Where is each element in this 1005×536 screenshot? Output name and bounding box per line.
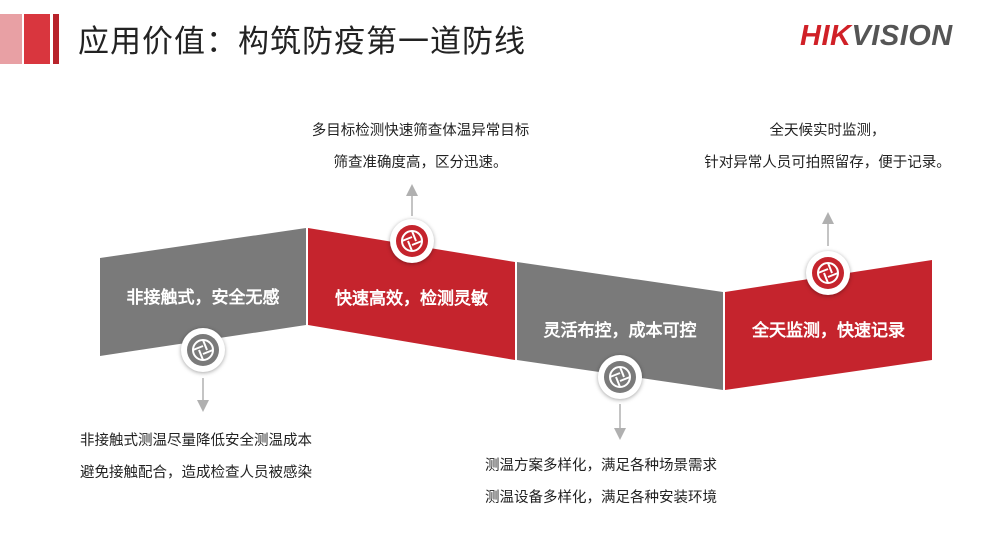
step-4-desc-line-1: 全天候实时监测， — [769, 123, 886, 139]
step-4-badge — [806, 251, 850, 295]
title-decoration-dark — [53, 14, 59, 64]
step-4-description: 全天候实时监测， 针对异常人员可拍照留存，便于记录。 — [670, 115, 985, 179]
ribbon-panel-1 — [100, 228, 306, 356]
ribbon-panel-4 — [725, 260, 932, 390]
title-decoration-red — [24, 14, 50, 64]
step-1-label: 非接触式，安全无感 — [126, 288, 280, 308]
aperture-icon — [401, 230, 423, 252]
step-3-label: 灵活布控，成本可控 — [543, 321, 697, 341]
title-decoration-light — [0, 14, 22, 64]
step-3-badge — [598, 355, 642, 399]
step-3-desc-line-2: 测温设备多样化，满足各种安装环境 — [485, 490, 717, 506]
ribbon-panel-3 — [517, 262, 723, 390]
step-2-desc-line-1: 多目标检测快速筛查体温异常目标 — [311, 123, 530, 139]
step-1-desc-line-2: 避免接触配合，造成检查人员被感染 — [80, 465, 312, 481]
step-2-badge — [390, 219, 434, 263]
step-3-desc-line-1: 测温方案多样化，满足各种场景需求 — [485, 458, 717, 474]
ribbon-panel-2 — [308, 228, 515, 360]
step-2-desc-line-2: 筛查准确度高，区分迅速。 — [333, 155, 508, 171]
step-1-desc-line-1: 非接触式测温尽量降低安全测温成本 — [80, 433, 312, 449]
step-3-description: 测温方案多样化，满足各种场景需求 测温设备多样化，满足各种安装环境 — [485, 450, 717, 514]
aperture-icon — [609, 366, 631, 388]
aperture-icon — [817, 262, 839, 284]
step-4-desc-line-2: 针对异常人员可拍照留存，便于记录。 — [704, 155, 951, 171]
step-2-description: 多目标检测快速筛查体温异常目标 筛查准确度高，区分迅速。 — [278, 115, 563, 179]
step-1-badge — [181, 328, 225, 372]
step-4-label: 全天监测，快速记录 — [752, 321, 905, 341]
hikvision-logo: HIKVISION — [800, 20, 953, 52]
page-title: 应用价值：构筑防疫第一道防线 — [78, 24, 526, 60]
step-2-label: 快速高效，检测灵敏 — [335, 289, 488, 309]
aperture-icon — [192, 339, 214, 361]
step-1-description: 非接触式测温尽量降低安全测温成本 避免接触配合，造成检查人员被感染 — [80, 425, 312, 489]
